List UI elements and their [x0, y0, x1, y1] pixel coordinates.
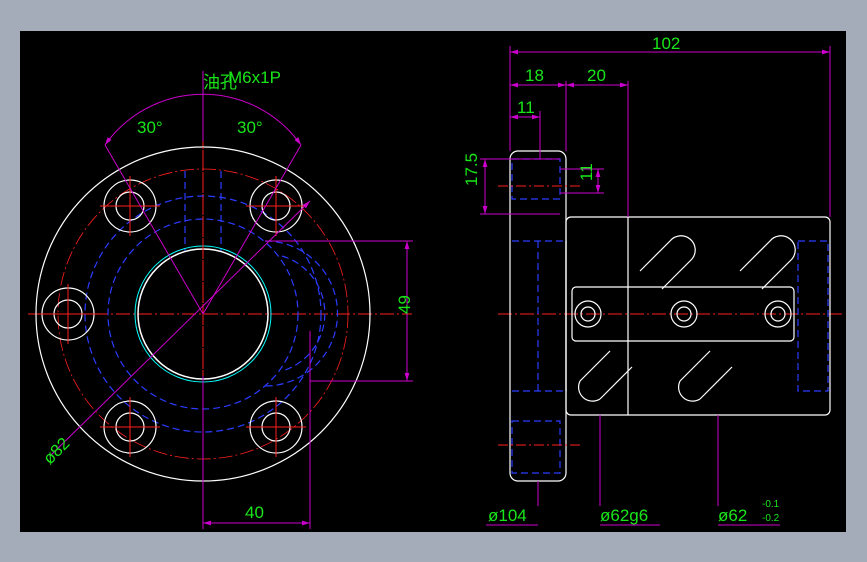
recirculation-plate [571, 286, 795, 342]
front-view: 油孔 M6x1P 30° 30° ø82 49 40 [28, 68, 414, 529]
oil-hole-spec: M6x1P [228, 68, 281, 87]
angle-right-label: 30° [237, 118, 263, 137]
return-tubes [577, 235, 796, 402]
tube-holes [574, 300, 792, 328]
hidden-lines-front [84, 171, 339, 433]
side-dimensions [480, 46, 831, 526]
side-flange [509, 150, 567, 482]
bolt-hole-dim: 11 [577, 163, 596, 181]
bolt-position-dim: 17.5 [462, 153, 481, 186]
flange-diameter-dim: ø104 [488, 506, 527, 525]
tolerance-upper: -0.1 [762, 499, 780, 510]
side-view: 102 18 20 11 17.5 11 ø104 ø62g6 ø62 -0.1… [462, 34, 842, 526]
overall-length-dim: 102 [652, 34, 680, 53]
front-dimensions [49, 71, 413, 529]
oil-hole-label: 油孔 [203, 73, 237, 92]
bolt-holes [38, 176, 306, 457]
angle-left-label: 30° [137, 118, 163, 137]
nut-diameter-dim: ø62 [718, 506, 747, 525]
height-dimension: 49 [395, 295, 414, 314]
side-bolt-axes [498, 185, 580, 446]
pcd-dimension: ø82 [39, 434, 73, 468]
drawing-canvas: 油孔 M6x1P 30° 30° ø82 49 40 [20, 31, 846, 532]
flange-thickness-dim: 18 [525, 66, 544, 85]
bolt-head-dim: 11 [517, 98, 535, 117]
width-dimension: 40 [245, 503, 264, 522]
hidden-lines-side [511, 158, 829, 474]
body-diameter-dim: ø62g6 [600, 506, 648, 525]
cad-drawing: 油孔 M6x1P 30° 30° ø82 49 40 [28, 34, 842, 529]
tolerance-lower: -0.2 [762, 513, 780, 524]
body-offset-dim: 20 [587, 66, 606, 85]
